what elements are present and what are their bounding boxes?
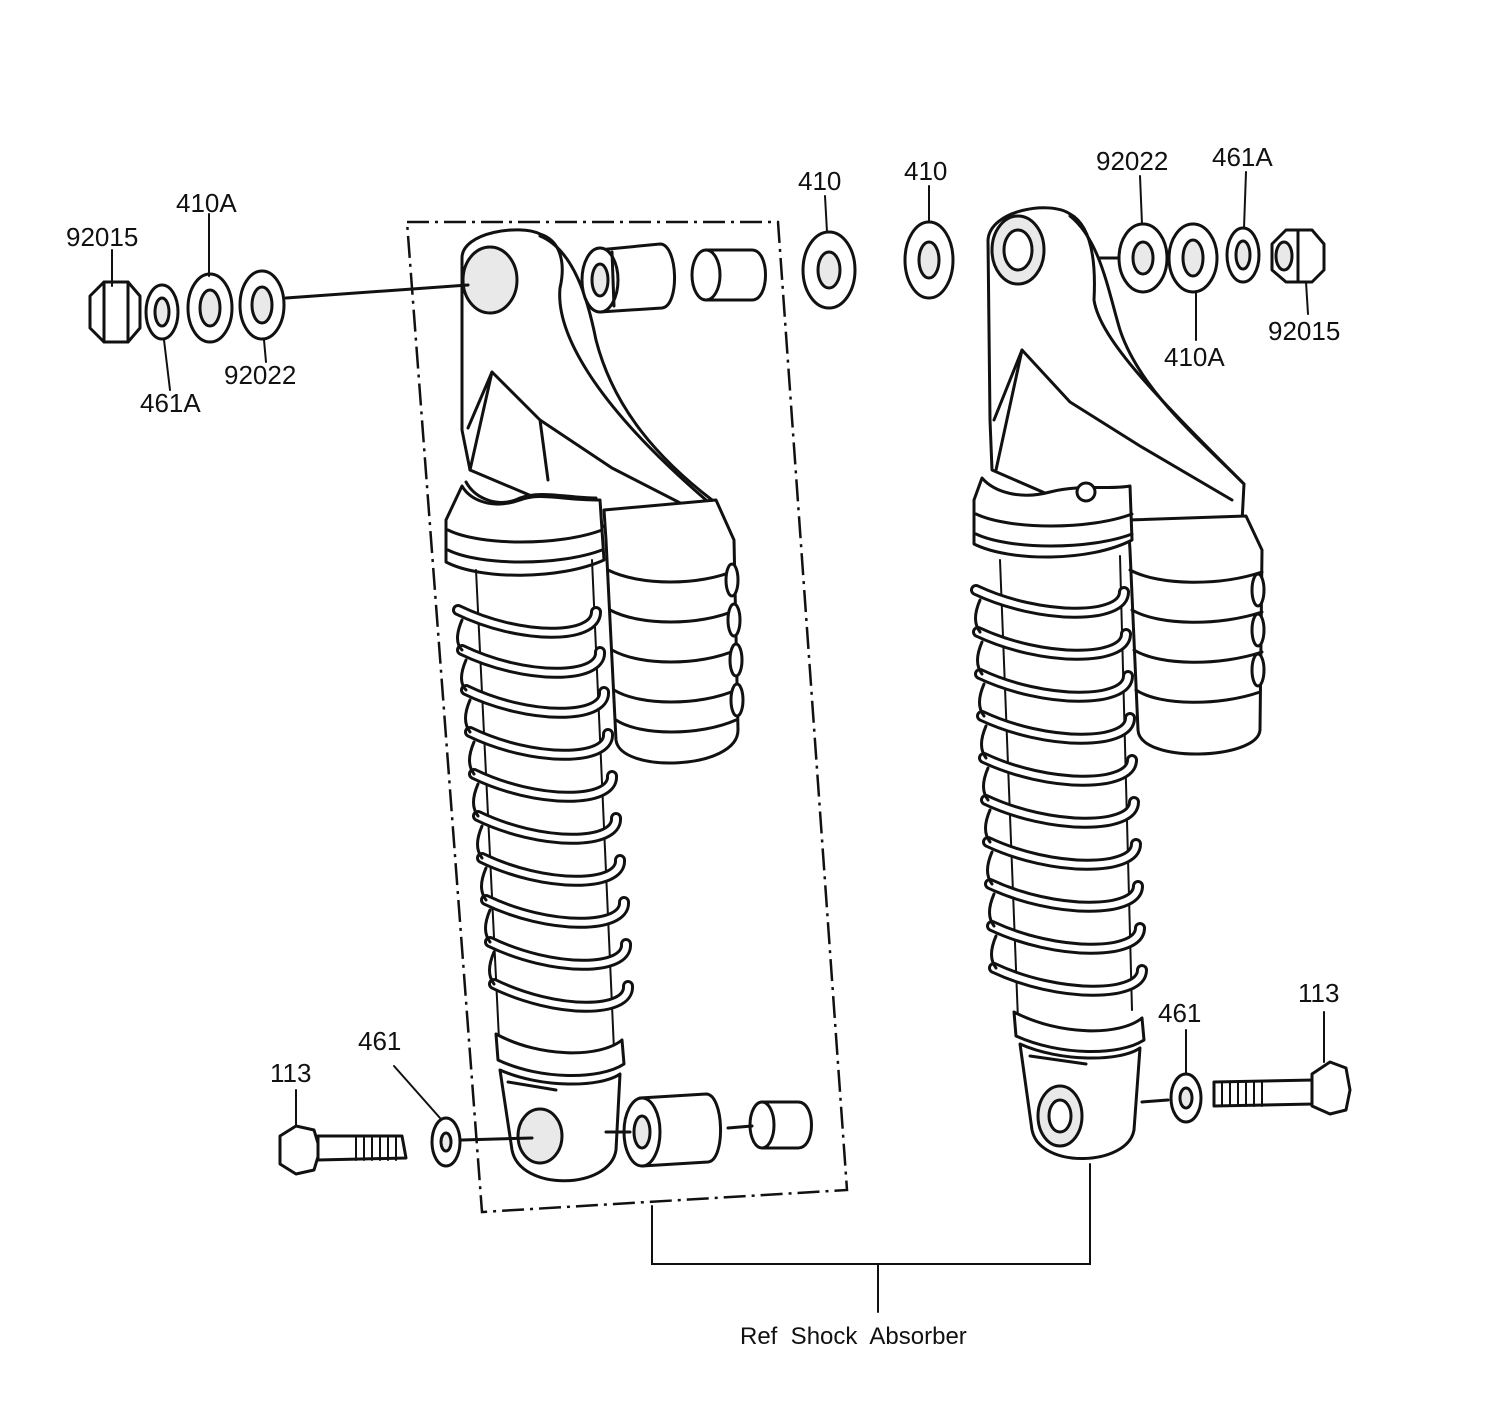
left-lower-collar (748, 1100, 813, 1150)
label-left-lockwasher: 461A (140, 388, 201, 418)
left-coil-spring (452, 604, 634, 1013)
label-left-bolt-washer: 461 (358, 1026, 401, 1056)
left-shock-absorber (405, 220, 849, 1214)
label-right-lockwasher: 461A (1212, 142, 1273, 172)
right-top-washer-92022 (1117, 222, 1169, 294)
center-bushing-b (903, 220, 955, 300)
left-top-nut (88, 280, 142, 344)
left-top-washer-410a (186, 272, 234, 344)
right-coil-spring (970, 584, 1148, 997)
left-bottom-bolt (278, 1124, 408, 1176)
right-shock-absorber (970, 206, 1266, 1160)
left-lower-bushing (622, 1092, 723, 1168)
left-upper-collar (690, 248, 767, 302)
right-bottom-washer (1169, 1072, 1203, 1124)
label-right-bolt-washer: 461 (1158, 998, 1201, 1028)
label-right-washer-92022: 92022 (1096, 146, 1168, 176)
label-right-washer-410a: 410A (1164, 342, 1225, 372)
label-center-bushing-b: 410 (904, 156, 947, 186)
reference-bracket (651, 1163, 1091, 1313)
label-center-bushing-a: 410 (798, 166, 841, 196)
label-left-nut: 92015 (66, 222, 138, 252)
label-left-washer-92022: 92022 (224, 360, 296, 390)
label-left-washer-410a: 410A (176, 188, 237, 218)
left-top-lockwasher (144, 283, 180, 341)
right-top-lockwasher (1225, 226, 1261, 284)
left-upper-bushing (580, 242, 676, 314)
label-left-bolt: 113 (270, 1058, 311, 1088)
leader-lines (111, 171, 1325, 1127)
reference-frame (405, 220, 849, 1214)
label-right-bolt: 113 (1298, 978, 1339, 1008)
center-bushing-a (801, 230, 857, 310)
left-bottom-washer (430, 1116, 462, 1168)
right-top-nut (1270, 228, 1326, 284)
label-right-nut: 92015 (1268, 316, 1340, 346)
right-top-washer-410a (1167, 222, 1219, 294)
reference-caption: Ref Shock Absorber (740, 1323, 967, 1350)
left-top-washer-92022 (238, 269, 286, 341)
right-bottom-bolt (1212, 1060, 1352, 1116)
